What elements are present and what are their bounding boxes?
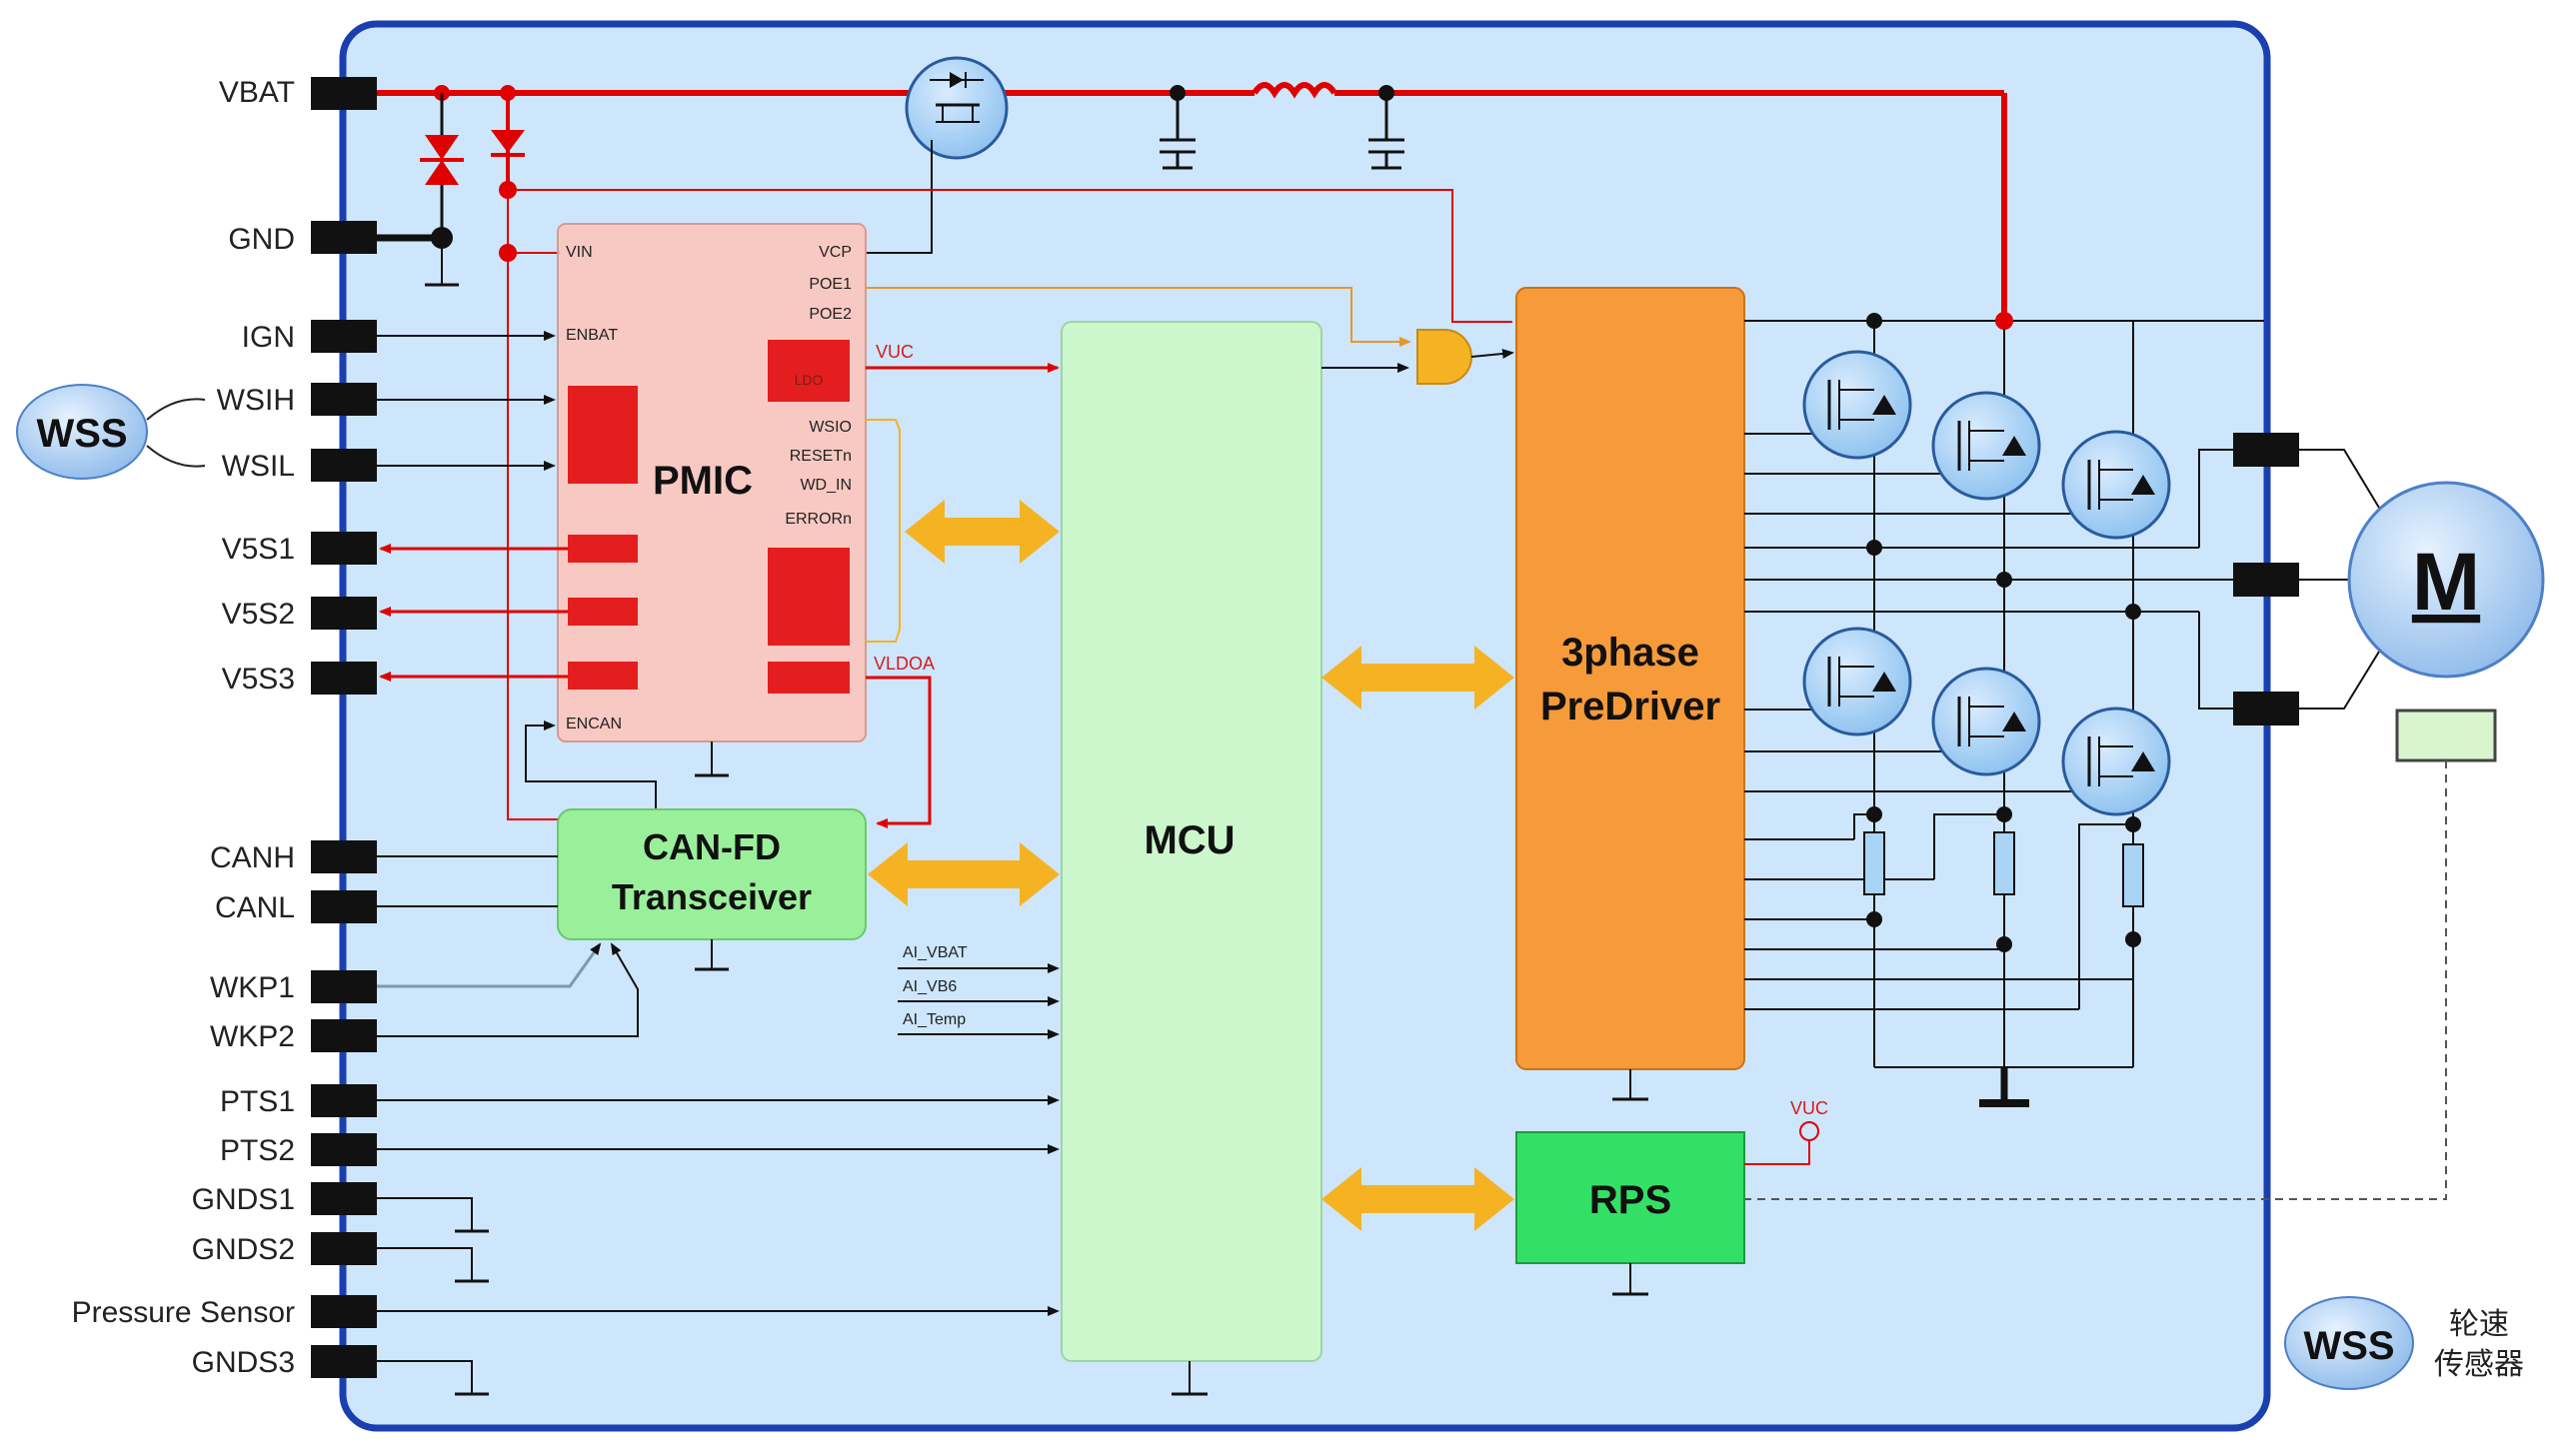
svg-text:PTS1: PTS1: [220, 1085, 295, 1118]
pin-v5s1: V5S1: [222, 532, 377, 566]
mosfet-low-w: [2061, 707, 2171, 816]
svg-text:GNDS3: GNDS3: [192, 1346, 295, 1379]
svg-text:轮速: 轮速: [2449, 1307, 2509, 1342]
svg-text:POE2: POE2: [809, 306, 852, 323]
and-gate: [1416, 329, 1472, 385]
svg-text:POE1: POE1: [809, 276, 852, 293]
motor-output-connectors: [2233, 433, 2299, 726]
svg-text:GNDS1: GNDS1: [192, 1183, 295, 1216]
pin-v5s3: V5S3: [222, 662, 377, 696]
svg-text:RPS: RPS: [1589, 1178, 1671, 1222]
svg-text:AI_Temp: AI_Temp: [903, 1011, 966, 1028]
svg-text:Pressure Sensor: Pressure Sensor: [72, 1296, 295, 1329]
svg-text:RESETn: RESETn: [790, 448, 852, 465]
svg-text:VUC: VUC: [1790, 1098, 1828, 1118]
svg-text:CANH: CANH: [210, 841, 295, 874]
svg-text:LDO: LDO: [795, 372, 824, 388]
rps-block: RPS: [1515, 1131, 1745, 1264]
pin-ign: IGN: [242, 320, 377, 354]
svg-text:ENCAN: ENCAN: [566, 716, 622, 732]
svg-text:WSS: WSS: [36, 412, 127, 456]
svg-text:VBAT: VBAT: [219, 76, 295, 109]
svg-text:MCU: MCU: [1144, 818, 1235, 862]
svg-text:AI_VB6: AI_VB6: [903, 978, 957, 995]
bulk-capacitor-1: [1160, 93, 1196, 170]
pmic-block: PMIC VIN ENBAT ENCAN VCP POE1 POE2 WSIO …: [557, 223, 867, 742]
svg-text:GNDS2: GNDS2: [192, 1233, 295, 1266]
three-phase-predriver: 3phase PreDriver: [1515, 287, 1745, 1070]
pin-wkp2: WKP2: [210, 1019, 377, 1053]
svg-text:V5S1: V5S1: [222, 533, 295, 566]
svg-text:PreDriver: PreDriver: [1540, 685, 1720, 728]
pin-wsih: WSIH: [217, 383, 377, 417]
svg-text:ERRORn: ERRORn: [785, 511, 852, 528]
svg-text:ENBAT: ENBAT: [566, 327, 618, 344]
wss-sensor-external: WSS: [16, 384, 206, 480]
pin-pts2: PTS2: [220, 1133, 377, 1167]
svg-text:WSIL: WSIL: [222, 450, 295, 483]
connector-pins: VBAT GND IGN WSIH WSIL V5S1 V5S2 V5S3 CA…: [72, 76, 377, 1379]
pin-gnd: GND: [228, 221, 377, 256]
svg-text:CANL: CANL: [215, 891, 295, 924]
svg-text:WSIH: WSIH: [217, 384, 295, 417]
mosfet-high-u: [1802, 350, 1912, 460]
wss-legend: WSS 轮速 传感器: [2284, 1296, 2524, 1390]
svg-text:V5S2: V5S2: [222, 598, 295, 631]
svg-text:WSS: WSS: [2303, 1324, 2394, 1368]
pin-gnds1: GNDS1: [192, 1182, 377, 1216]
pin-wsil: WSIL: [222, 449, 377, 483]
svg-text:V5S3: V5S3: [222, 663, 295, 696]
pin-pts1: PTS1: [220, 1084, 377, 1118]
pin-gnds2: GNDS2: [192, 1232, 377, 1266]
svg-text:Transceiver: Transceiver: [612, 876, 812, 917]
tvs-diode: [420, 93, 464, 240]
svg-text:PMIC: PMIC: [653, 459, 753, 503]
svg-text:WKP2: WKP2: [210, 1020, 295, 1053]
reverse-polarity-mosfet: [905, 56, 1009, 160]
pin-pressure-sensor: Pressure Sensor: [72, 1295, 377, 1329]
svg-text:WSIO: WSIO: [809, 419, 852, 436]
pin-canh: CANH: [210, 840, 377, 874]
svg-text:VCP: VCP: [819, 244, 852, 261]
pin-gnds3: GNDS3: [192, 1345, 377, 1379]
motor-position-sensor: [2395, 709, 2497, 762]
pin-vbat: VBAT: [219, 76, 377, 110]
svg-text:传感器: 传感器: [2434, 1347, 2524, 1382]
pin-wkp1: WKP1: [210, 970, 377, 1004]
svg-text:CAN-FD: CAN-FD: [643, 826, 781, 867]
mosfet-low-u: [1802, 627, 1912, 736]
reverse-diode: [491, 93, 525, 190]
svg-text:PTS2: PTS2: [220, 1134, 295, 1167]
can-fd-transceiver: CAN-FD Transceiver: [557, 808, 867, 940]
motor: M: [2347, 481, 2545, 679]
svg-text:3phase: 3phase: [1561, 631, 1699, 675]
mosfet-low-v: [1931, 667, 2041, 776]
svg-text:GND: GND: [228, 223, 295, 256]
pin-canl: CANL: [215, 890, 377, 924]
mosfet-high-w: [2061, 430, 2171, 540]
svg-text:VUC: VUC: [876, 342, 914, 362]
bulk-capacitor-2: [1368, 93, 1404, 170]
pin-v5s2: V5S2: [222, 597, 377, 631]
mcu-block: MCU: [1061, 321, 1322, 1362]
mosfet-high-v: [1931, 391, 2041, 501]
svg-text:VIN: VIN: [566, 244, 593, 261]
svg-text:VLDOA: VLDOA: [874, 654, 935, 674]
vbat-power-rail: [377, 82, 2007, 321]
svg-text:IGN: IGN: [242, 321, 295, 354]
svg-text:WD_IN: WD_IN: [800, 477, 852, 494]
svg-text:WKP1: WKP1: [210, 971, 295, 1004]
svg-text:M: M: [2412, 537, 2480, 628]
svg-text:AI_VBAT: AI_VBAT: [903, 944, 968, 961]
bus-arrows: [868, 500, 1514, 1231]
